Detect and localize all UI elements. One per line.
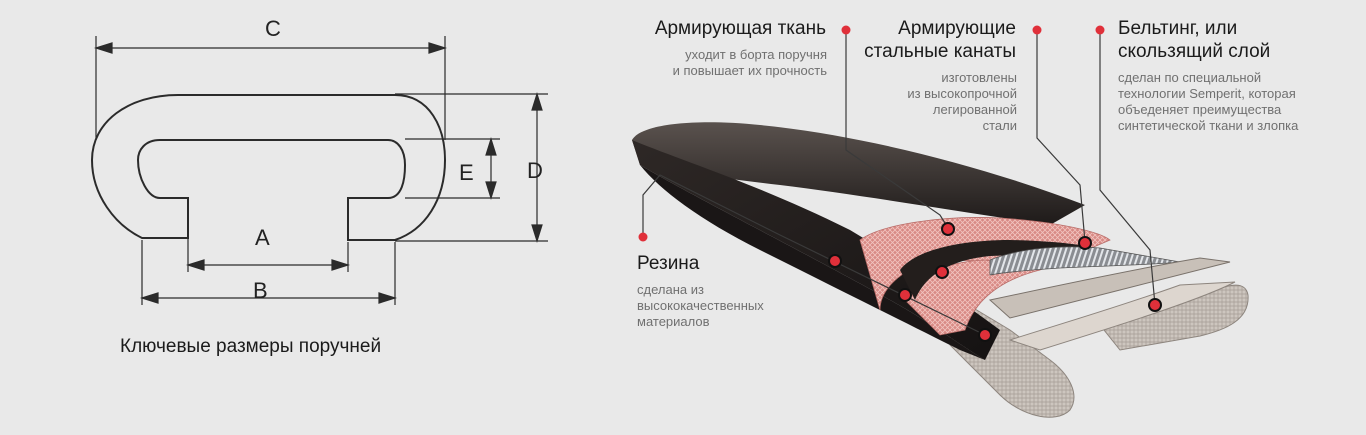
- callout-belting-desc-3: объеденяет преимущества: [1118, 102, 1282, 117]
- callout-line-fabric: [845, 30, 949, 229]
- callout-fabric-title: Армирующая ткань: [654, 18, 826, 39]
- profile-outer-outline: [90, 94, 447, 241]
- callout-fabric-desc-2: и повышает их прочность: [672, 63, 827, 78]
- dim-label-e: E: [459, 160, 474, 185]
- callout-rubber-desc-2: высококачественных: [637, 298, 764, 313]
- dim-label-d: D: [527, 158, 543, 183]
- callout-cables-desc-4: стали: [982, 118, 1017, 133]
- marker-belting-top: [1095, 25, 1105, 35]
- steel-cables: [989, 246, 1181, 276]
- callout-belting-desc-1: сделан по специальной: [1118, 70, 1262, 85]
- callout-rubber-desc-1: сделана из: [637, 282, 704, 297]
- callout-cables-desc-3: легированной: [932, 102, 1017, 117]
- callout-rubber-desc-3: материалов: [637, 314, 710, 329]
- callout-cables-title-2: стальные канаты: [864, 41, 1016, 62]
- rubber-top: [632, 122, 1085, 225]
- callout-belting-title-2: скользящий слой: [1118, 41, 1271, 62]
- rubber-side: [632, 140, 1000, 360]
- callout-line-belting: [1099, 30, 1156, 306]
- callout-cables-title-1: Армирующие: [898, 18, 1016, 39]
- callout-cables-desc-2: из высокопрочной: [907, 86, 1017, 101]
- marker-rubber-top: [638, 232, 648, 242]
- callout-lines: [642, 30, 1156, 336]
- profile-drawing: [90, 94, 447, 241]
- callout-cables-desc-1: изготовлены: [941, 70, 1017, 85]
- dimension-lines: [93, 36, 548, 305]
- callout-line-rubber: [642, 174, 986, 336]
- callout-markers: [638, 25, 1162, 342]
- callout-fabric-desc-1: уходит в борта поручня: [685, 47, 827, 62]
- handrail-illustration: [632, 122, 1249, 418]
- callout-belting-desc-4: синтетической ткани и злопка: [1118, 118, 1299, 133]
- dim-label-b: B: [253, 278, 268, 303]
- callout-belting-desc-2: технологии Semperit, которая: [1118, 86, 1296, 101]
- callout-rubber-title: Резина: [637, 253, 700, 274]
- callout-line-cables: [1036, 30, 1086, 243]
- marker-fabric-top: [841, 25, 851, 35]
- dim-label-c: C: [265, 16, 281, 41]
- callout-belting-title-1: Бельтинг, или: [1118, 18, 1238, 39]
- dimensions-caption: Ключевые размеры поручней: [120, 336, 382, 357]
- dim-label-a: A: [255, 225, 270, 250]
- marker-cables-top: [1032, 25, 1042, 35]
